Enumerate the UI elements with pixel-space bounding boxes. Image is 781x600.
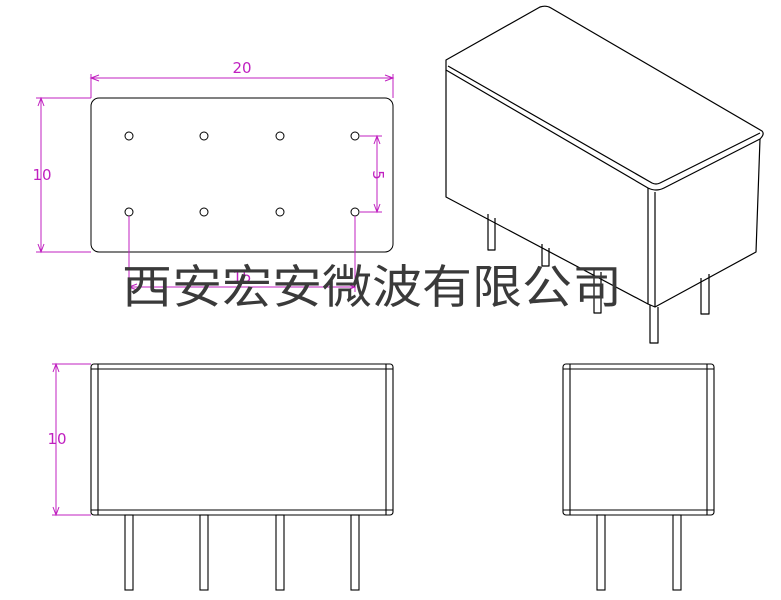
pin-hole bbox=[275, 207, 285, 217]
arrow bbox=[37, 243, 45, 254]
iso-right-face bbox=[647, 138, 761, 308]
top-view bbox=[90, 97, 394, 253]
front-pin bbox=[124, 514, 134, 591]
arrow bbox=[37, 96, 45, 107]
iso-top-edge bbox=[447, 65, 761, 185]
pin-hole bbox=[350, 131, 360, 141]
front-pin bbox=[275, 514, 285, 591]
arrow bbox=[384, 74, 395, 82]
pin-hole bbox=[199, 207, 209, 217]
span-label: 15 bbox=[232, 268, 251, 286]
pitch-label: 5 bbox=[369, 170, 387, 180]
iso-top-face bbox=[445, 5, 764, 191]
front-view-outline bbox=[90, 363, 394, 516]
arrow bbox=[127, 283, 138, 291]
front-pin bbox=[199, 514, 209, 591]
height-label: 10 bbox=[32, 166, 51, 184]
isometric-view bbox=[445, 5, 764, 344]
arrow bbox=[52, 506, 60, 517]
iso-pin bbox=[541, 244, 550, 267]
top-view-outline bbox=[90, 97, 394, 253]
pin-hole bbox=[124, 131, 134, 141]
iso-pin bbox=[649, 305, 659, 344]
iso-left-face bbox=[445, 70, 649, 305]
arrow bbox=[373, 203, 381, 214]
top-view-dimensions bbox=[36, 74, 395, 292]
iso-pin bbox=[593, 268, 602, 314]
width-label: 20 bbox=[232, 59, 251, 77]
arrow bbox=[373, 134, 381, 145]
side-pin bbox=[596, 514, 606, 591]
side-view-outline bbox=[562, 363, 715, 516]
arrow bbox=[89, 74, 100, 82]
front-view bbox=[90, 363, 394, 591]
iso-pin bbox=[700, 274, 710, 315]
pin-hole bbox=[350, 207, 360, 217]
front-height-label: 10 bbox=[47, 430, 66, 448]
pin-hole bbox=[199, 131, 209, 141]
top-view-dimension-labels: 20 10 5 15 bbox=[32, 59, 387, 286]
pin-hole bbox=[275, 131, 285, 141]
arrow bbox=[346, 283, 357, 291]
side-pin bbox=[672, 514, 682, 591]
pin-hole bbox=[124, 207, 134, 217]
front-view-dimensions bbox=[52, 362, 91, 517]
side-view bbox=[562, 363, 715, 591]
arrow bbox=[52, 362, 60, 373]
iso-pin bbox=[487, 214, 496, 251]
front-pin bbox=[350, 514, 360, 591]
company-watermark: 西安宏安微波有限公司 bbox=[122, 260, 622, 314]
